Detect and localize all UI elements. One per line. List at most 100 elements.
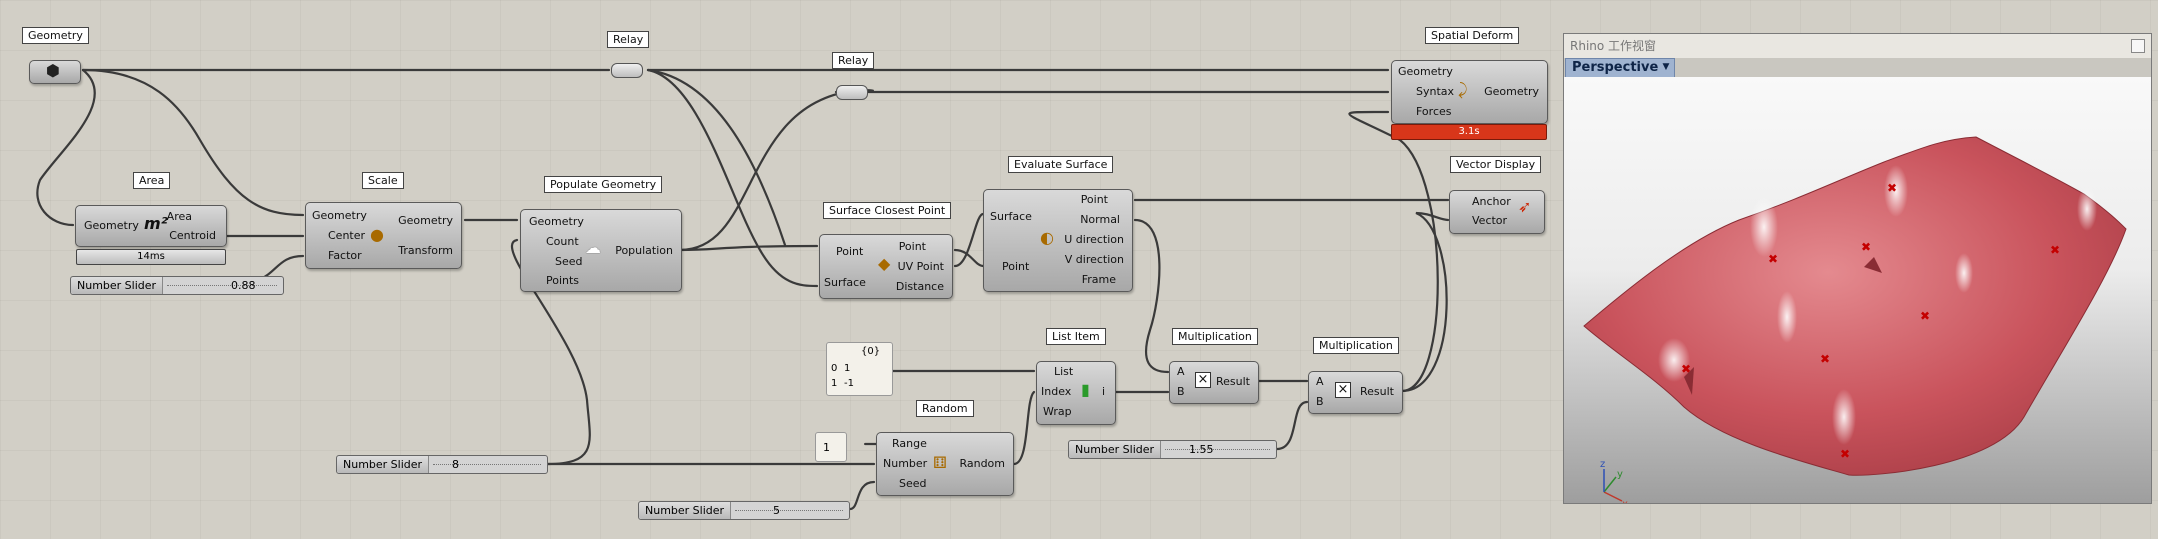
scale-in-center[interactable]: Center bbox=[328, 229, 366, 242]
deform-out-geometry[interactable]: Geometry bbox=[1484, 85, 1539, 98]
list-item-title: List Item bbox=[1046, 328, 1106, 345]
hexagon-gear-icon: ⬢ bbox=[46, 61, 60, 80]
scale-in-geometry[interactable]: Geometry bbox=[312, 209, 367, 222]
evaluate-in-surface[interactable]: Surface bbox=[990, 210, 1032, 223]
slider-factor[interactable]: Number Slider 0.88 bbox=[70, 276, 284, 295]
slider-mult-b-track[interactable] bbox=[1165, 449, 1270, 451]
slider-mult-b-value: 1.55 bbox=[1189, 443, 1214, 456]
scale-out-geometry[interactable]: Geometry bbox=[398, 214, 453, 227]
slider-count[interactable]: Number Slider 8 bbox=[336, 455, 548, 474]
area-in-geometry[interactable]: Geometry bbox=[84, 219, 139, 232]
random-in-range[interactable]: Range bbox=[892, 437, 927, 450]
svg-text:✖: ✖ bbox=[1920, 309, 1930, 323]
closest-in-point[interactable]: Point bbox=[836, 245, 864, 258]
vector-display-title: Vector Display bbox=[1450, 156, 1542, 173]
rhino-viewport-window[interactable]: Rhino 工作视窗 Perspective ▼ bbox=[1563, 33, 2152, 504]
mult1-in-b[interactable]: B bbox=[1177, 385, 1185, 398]
viewport-window-title: Rhino 工作视窗 bbox=[1570, 39, 1657, 53]
mult2-node[interactable]: A B × Result bbox=[1308, 371, 1403, 414]
vector-display-in-anchor[interactable]: Anchor bbox=[1472, 195, 1511, 208]
geometry-param-node[interactable]: ⬢ bbox=[29, 60, 81, 84]
relay2-title: Relay bbox=[832, 52, 875, 69]
populate-node[interactable]: Geometry Count Seed Points ☁ Population bbox=[520, 209, 682, 292]
evaluate-node[interactable]: Surface Point ◐ Point Normal U direction… bbox=[983, 189, 1133, 292]
deform-in-geometry[interactable]: Geometry bbox=[1398, 65, 1453, 78]
mult1-out-result[interactable]: Result bbox=[1216, 375, 1250, 388]
evaluate-surface-icon: ◐ bbox=[1040, 228, 1054, 247]
world-axes-icon bbox=[1603, 469, 1623, 502]
list-item-in-list[interactable]: List bbox=[1054, 365, 1074, 378]
area-out-area[interactable]: Area bbox=[166, 210, 192, 223]
axis-x-label: x bbox=[1622, 499, 1628, 503]
populate-in-count[interactable]: Count bbox=[546, 235, 579, 248]
mult1-node[interactable]: A B × Result bbox=[1169, 361, 1259, 404]
evaluate-in-point[interactable]: Point bbox=[1002, 260, 1030, 273]
scale-in-factor[interactable]: Factor bbox=[328, 249, 362, 262]
chevron-down-icon[interactable]: ▼ bbox=[1662, 62, 1670, 72]
evaluate-title: Evaluate Surface bbox=[1008, 156, 1114, 173]
random-node[interactable]: Range Number Seed ⚅ Random bbox=[876, 432, 1014, 496]
populate-in-seed[interactable]: Seed bbox=[555, 255, 583, 268]
list-item-icon: ▮ bbox=[1081, 380, 1090, 399]
populate-out-population[interactable]: Population bbox=[615, 244, 673, 257]
relay2-node[interactable] bbox=[836, 85, 868, 100]
vector-arrows-icon: ➶ bbox=[1518, 197, 1532, 216]
slider-count-label: Number Slider bbox=[337, 456, 430, 473]
area-node[interactable]: Geometry m² Area Centroid bbox=[75, 205, 227, 247]
scale-out-transform[interactable]: Transform bbox=[398, 244, 453, 257]
viewport-view-tab[interactable]: Perspective bbox=[1565, 58, 1675, 78]
closest-node[interactable]: Point Surface ◆ Point UV Point Distance bbox=[819, 234, 953, 299]
vector-display-in-vector[interactable]: Vector bbox=[1472, 214, 1508, 227]
list-item-node[interactable]: List Index Wrap ▮ i bbox=[1036, 361, 1116, 425]
range-panel[interactable]: 1 bbox=[815, 432, 847, 462]
closest-out-distance[interactable]: Distance bbox=[895, 280, 944, 293]
list-item-in-wrap[interactable]: Wrap bbox=[1043, 405, 1072, 418]
random-in-seed[interactable]: Seed bbox=[899, 477, 927, 490]
area-out-centroid[interactable]: Centroid bbox=[169, 229, 216, 242]
relay1-node[interactable] bbox=[611, 63, 643, 78]
area-title: Area bbox=[133, 172, 171, 189]
closest-out-point[interactable]: Point bbox=[898, 240, 926, 253]
scale-node[interactable]: Geometry Center Factor ● Geometry Transf… bbox=[305, 202, 462, 269]
deform-in-forces[interactable]: Forces bbox=[1416, 105, 1452, 118]
slider-mult-b[interactable]: Number Slider 1.55 bbox=[1068, 440, 1277, 459]
mult2-in-b[interactable]: B bbox=[1316, 395, 1324, 408]
svg-text:✖: ✖ bbox=[1840, 447, 1850, 461]
multiply-icon: × bbox=[1335, 382, 1351, 398]
list-panel-value-0: 1 bbox=[844, 363, 851, 374]
slider-seed-label: Number Slider bbox=[639, 502, 732, 519]
mult1-in-a[interactable]: A bbox=[1177, 365, 1185, 378]
slider-factor-value: 0.88 bbox=[231, 279, 256, 292]
evaluate-out-frame[interactable]: Frame bbox=[1081, 273, 1116, 286]
viewport-maximize-button[interactable] bbox=[2131, 39, 2145, 53]
populate-in-points[interactable]: Points bbox=[546, 274, 580, 287]
spatial-deform-icon: ⤸ bbox=[1458, 80, 1468, 99]
random-out-random[interactable]: Random bbox=[959, 457, 1005, 470]
list-item-in-index[interactable]: Index bbox=[1041, 385, 1072, 398]
evaluate-out-vdir[interactable]: V direction bbox=[1064, 253, 1124, 266]
evaluate-out-normal[interactable]: Normal bbox=[1080, 213, 1120, 226]
deform-title: Spatial Deform bbox=[1425, 27, 1520, 44]
evaluate-out-point[interactable]: Point bbox=[1080, 193, 1108, 206]
populate-in-geometry[interactable]: Geometry bbox=[529, 215, 584, 228]
deform-in-syntax[interactable]: Syntax bbox=[1416, 85, 1455, 98]
slider-seed-track[interactable] bbox=[735, 510, 843, 512]
slider-factor-label: Number Slider bbox=[71, 277, 164, 294]
deform-timer: 3.1s bbox=[1391, 124, 1547, 140]
vector-display-node[interactable]: Anchor Vector ➶ bbox=[1449, 190, 1545, 234]
evaluate-out-udir[interactable]: U direction bbox=[1064, 233, 1124, 246]
deform-node[interactable]: Geometry Syntax Forces ⤸ Geometry bbox=[1391, 60, 1548, 124]
list-panel[interactable]: {0} 0 1 1 -1 bbox=[826, 342, 893, 396]
mult2-out-result[interactable]: Result bbox=[1360, 385, 1394, 398]
slider-count-track[interactable] bbox=[433, 464, 541, 466]
closest-out-uv[interactable]: UV Point bbox=[897, 260, 944, 273]
closest-in-surface[interactable]: Surface bbox=[824, 276, 866, 289]
list-item-out-i[interactable]: i bbox=[1101, 385, 1105, 398]
mult2-in-a[interactable]: A bbox=[1316, 375, 1324, 388]
viewport-header: Rhino 工作视窗 bbox=[1564, 34, 2151, 58]
slider-seed[interactable]: Number Slider 5 bbox=[638, 501, 850, 520]
slider-factor-track[interactable] bbox=[167, 285, 277, 287]
random-in-number[interactable]: Number bbox=[883, 457, 928, 470]
viewport-scene[interactable]: ✖ ✖ ✖ ✖ ✖ ✖ ✖ ✖ x y z bbox=[1564, 77, 2151, 503]
